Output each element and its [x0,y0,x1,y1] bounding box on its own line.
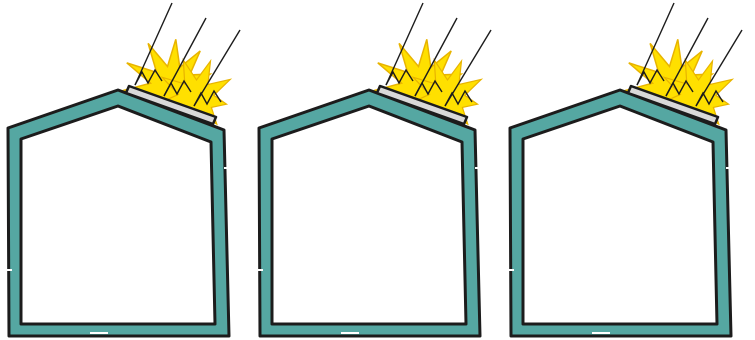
house-interior [272,106,466,324]
house-panel-2 [257,3,491,336]
house-interior [21,106,215,324]
house-panel-1 [6,3,240,336]
house-panel-3 [508,3,742,336]
house-interior [523,106,717,324]
